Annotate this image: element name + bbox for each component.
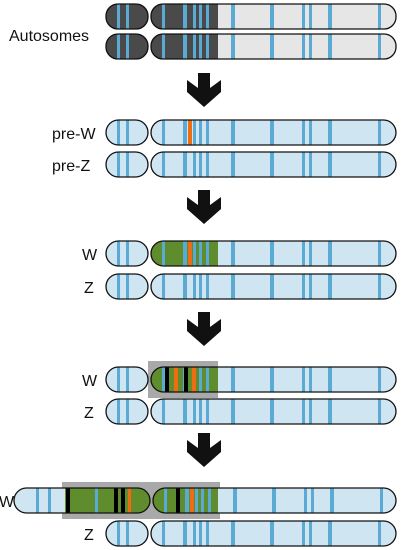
label-w: W [82,247,98,264]
arrow-down-icon [187,312,221,346]
label-z: Z [84,527,94,544]
chromosome-z-stage-2 [105,398,397,425]
chromosome-z-stage-3 [105,520,397,547]
autosome-1 [105,3,397,30]
autosome-2 [105,33,397,60]
label-w: W [82,373,98,390]
chromosome-w-stage-1 [105,240,397,267]
chromosome-w-stage-2 [105,361,397,398]
label-z: Z [84,280,94,297]
chromosome-w-stage-3 [13,482,397,519]
label-pre-w: pre-W [52,126,96,143]
label-z: Z [84,405,94,422]
arrow-down-icon [187,433,221,467]
chromosome-pre-z [105,151,397,178]
chromosome-pre-w [105,119,397,146]
arrow-down-icon [187,190,221,224]
label-autosomes: Autosomes [9,28,89,45]
label-w: W [0,494,15,511]
arrow-down-icon [187,73,221,107]
label-pre-z: pre-Z [52,158,90,175]
chromosome-z-stage-1 [105,273,397,300]
